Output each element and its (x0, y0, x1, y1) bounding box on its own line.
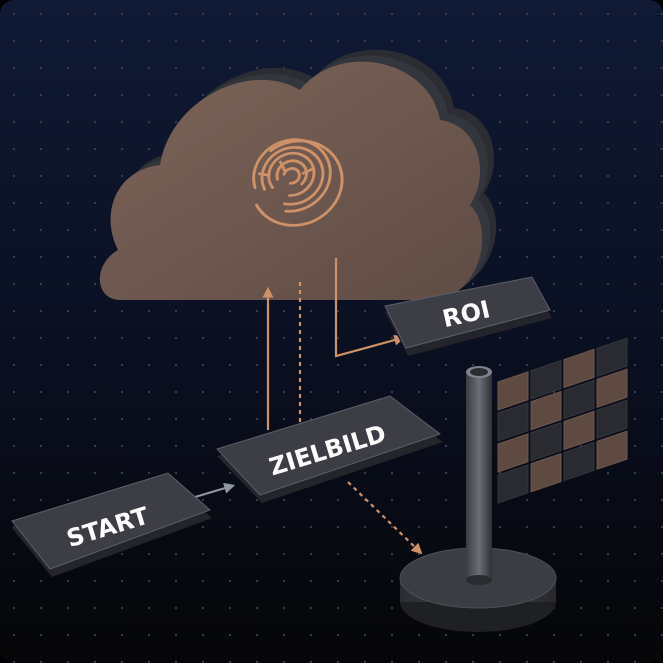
flag-cell (497, 402, 529, 442)
connector-zielbild-target-dashed (347, 481, 423, 555)
flag-cell (596, 337, 628, 378)
flag-cell (530, 390, 562, 431)
flag-cell (563, 348, 595, 389)
connectors (194, 258, 423, 555)
flag-cell (530, 452, 562, 493)
flag-cell (596, 430, 628, 471)
flag-cell (563, 410, 595, 451)
flag-grid (497, 337, 628, 504)
flag-cell (563, 441, 595, 482)
flag-cell (497, 371, 529, 411)
flag-cell (497, 433, 529, 473)
flag-cell (497, 464, 529, 504)
flag-cell (596, 399, 628, 440)
roi-label: ROI (384, 276, 552, 356)
flag-cell (530, 359, 562, 400)
fingerprint-maze-icon (252, 138, 344, 227)
checkered-flag-icon (399, 337, 628, 632)
flag-cell (563, 379, 595, 420)
connector-start-zielbild (194, 482, 236, 499)
flag-cell (596, 368, 628, 409)
flag-cell (530, 421, 562, 462)
start-label: START (11, 472, 212, 577)
connector-cloud-roi (334, 258, 406, 358)
